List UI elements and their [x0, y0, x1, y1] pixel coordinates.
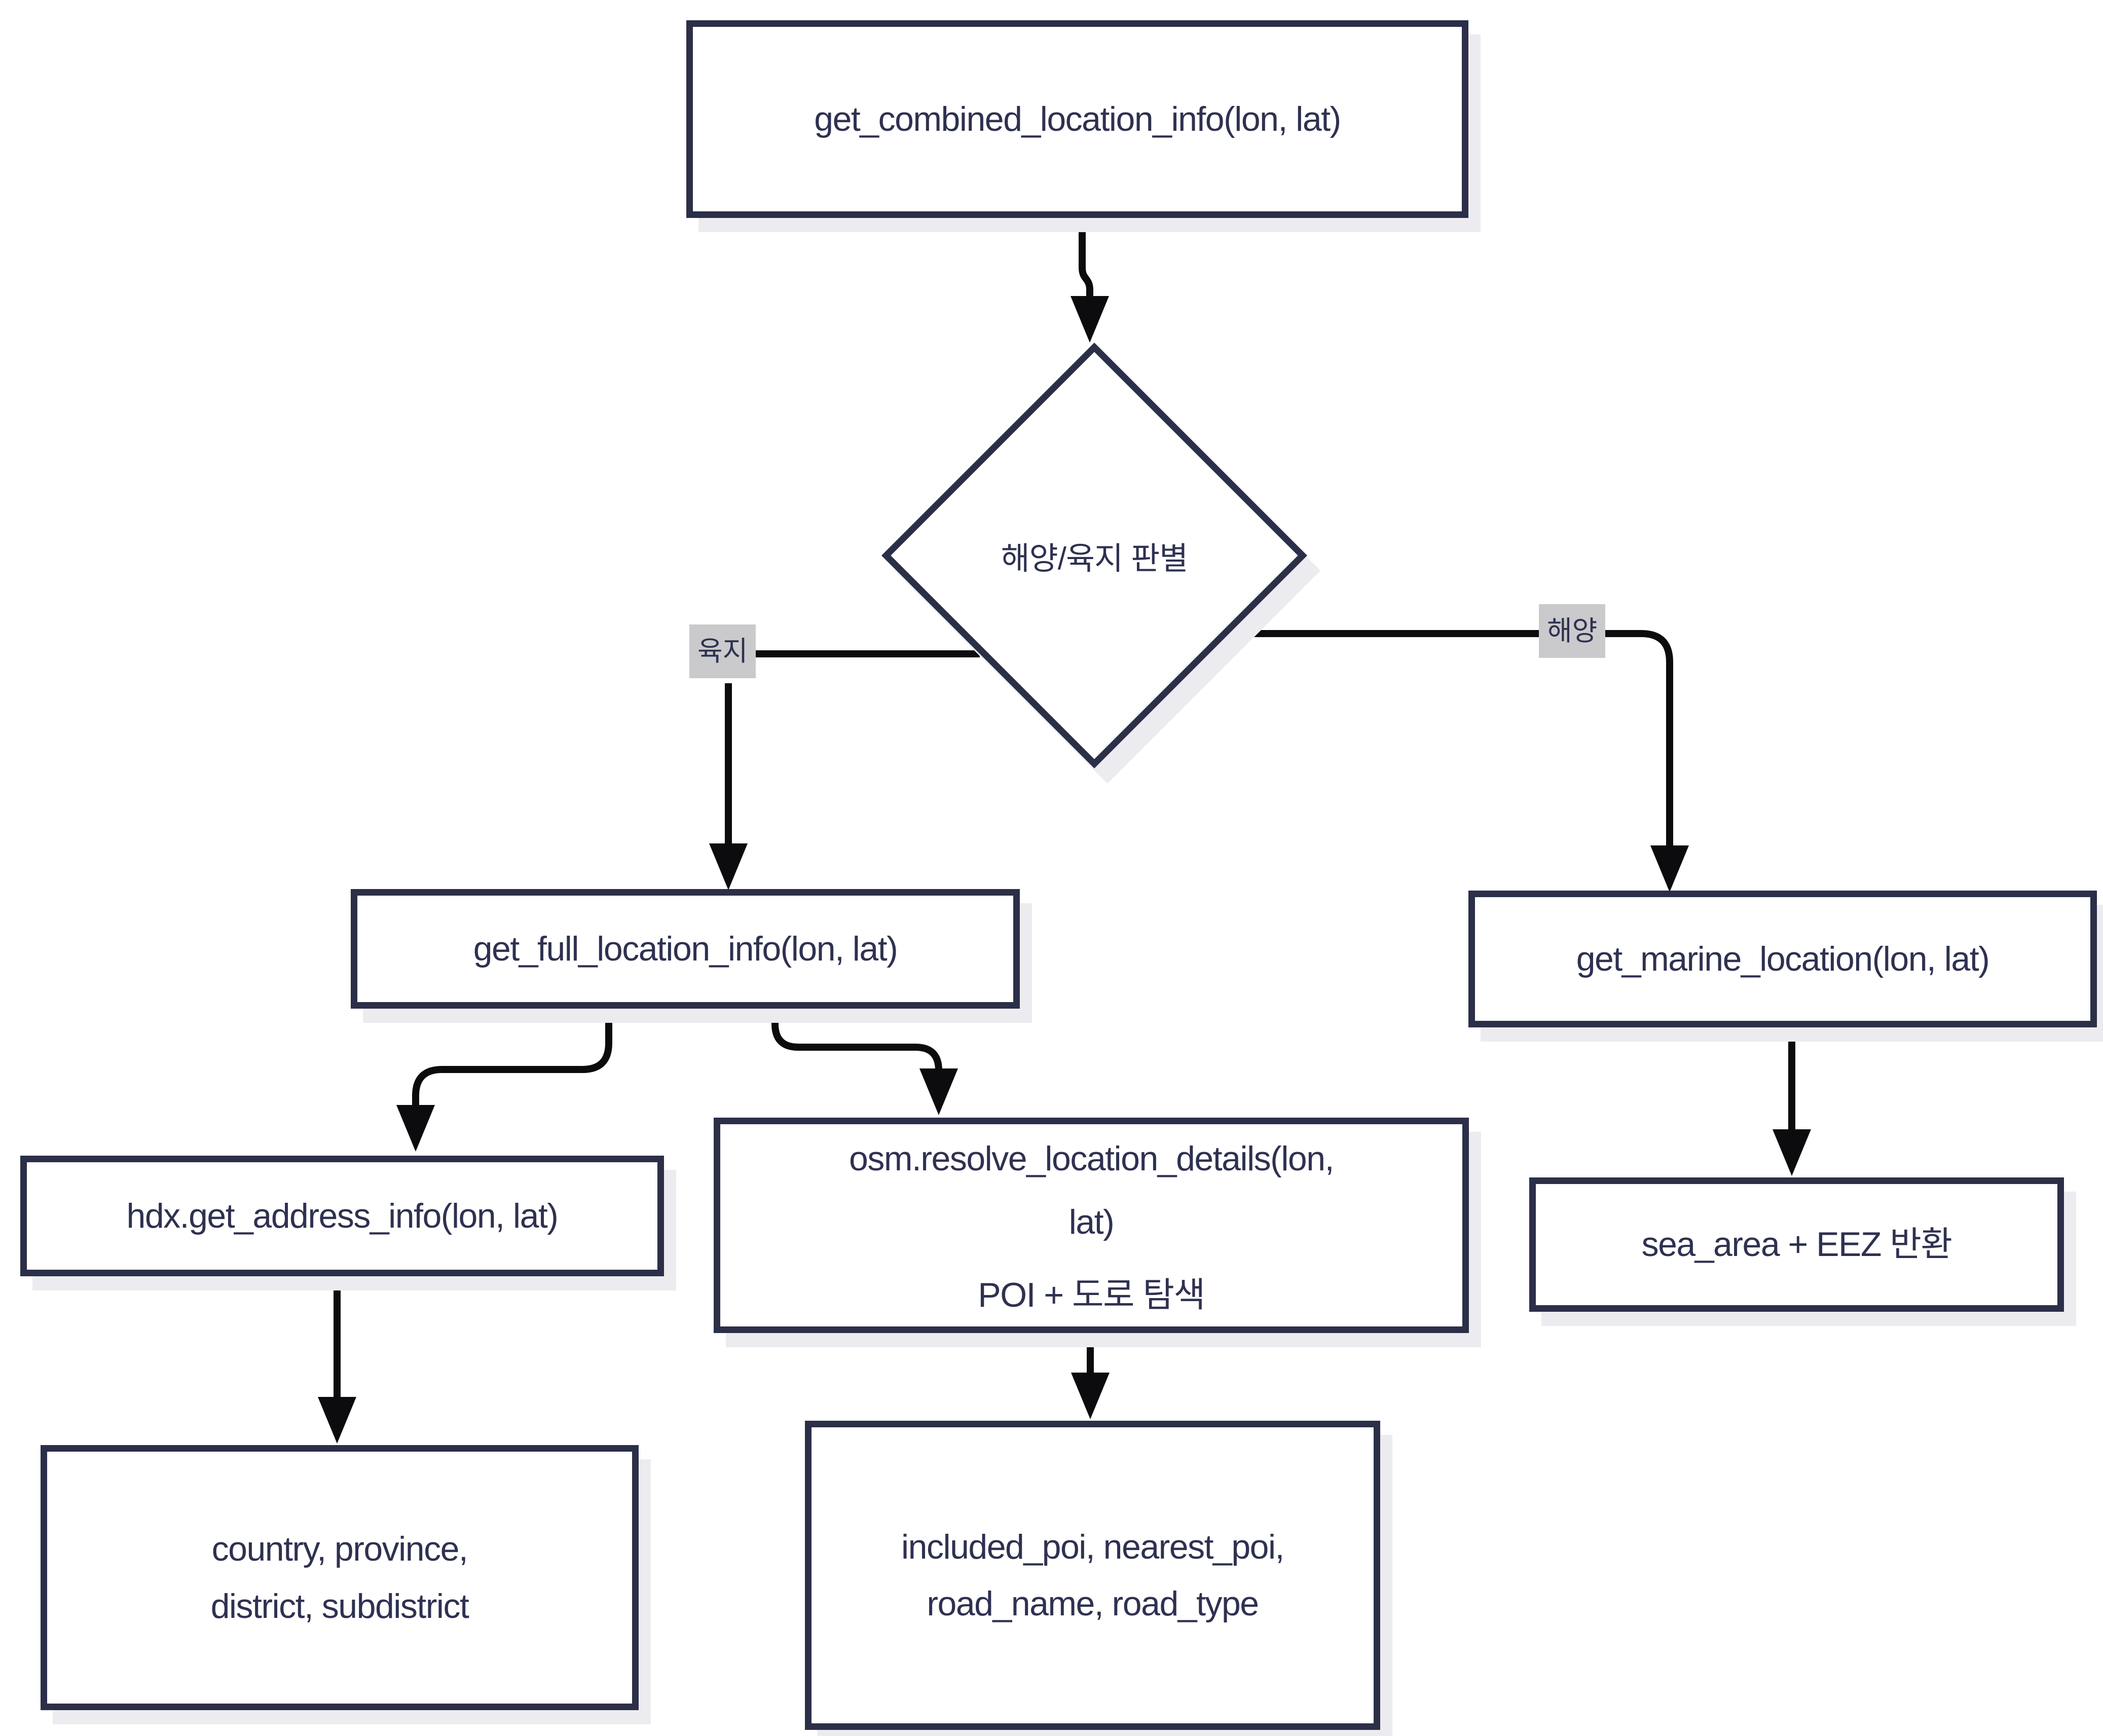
arrowhead-fullinfo — [709, 843, 748, 890]
node-label: get_full_location_info(lon, lat) — [473, 929, 898, 968]
edge-label-land: 육지 — [689, 624, 756, 678]
connector-fullinfo-hdx — [412, 1009, 612, 1108]
node-get-full-location-info: get_full_location_info(lon, lat) — [351, 889, 1020, 1009]
connector-start-decision — [1079, 218, 1093, 297]
node-sea-area-result: sea_area + EEZ 반환 — [1529, 1177, 2064, 1312]
decision-label: 해양/육지 판별 — [1001, 541, 1189, 576]
arrowhead-sea — [1773, 1129, 1811, 1176]
decision-diamond: 해양/육지 판별 — [881, 342, 1308, 769]
arrowhead-poi — [1071, 1373, 1110, 1419]
arrowhead-marine — [1650, 845, 1689, 892]
node-label: included_poi, nearest_poi, road_name, ro… — [901, 1527, 1284, 1623]
node-label: country, province, district, subdistrict — [210, 1530, 469, 1626]
node-address-result: country, province, district, subdistrict — [41, 1445, 639, 1710]
arrowhead-decision — [1071, 296, 1109, 343]
node-label: hdx.get_address_info(lon, lat) — [126, 1196, 559, 1235]
arrowhead-osm — [919, 1068, 958, 1115]
node-osm-resolve-location-details: osm.resolve_location_details(lon, lat) P… — [714, 1118, 1469, 1333]
node-label: sea_area + EEZ 반환 — [1641, 1225, 1952, 1264]
node-get-combined-location-info: get_combined_location_info(lon, lat) — [686, 20, 1468, 218]
arrowheads — [318, 296, 1811, 1444]
node-label: osm.resolve_location_details(lon, lat) — [849, 1139, 1334, 1242]
connector-decision-marine — [1231, 630, 1673, 846]
edge-label-marine: 해양 — [1539, 604, 1606, 658]
node-sublabel: POI + 도로 탐색 — [978, 1276, 1205, 1315]
node-hdx-get-address-info: hdx.get_address_info(lon, lat) — [20, 1156, 664, 1276]
node-label: get_marine_location(lon, lat) — [1576, 939, 1990, 978]
connector-fullinfo-osm — [771, 1009, 942, 1071]
arrowhead-address — [318, 1397, 356, 1444]
arrowhead-hdx — [396, 1105, 435, 1152]
node-poi-result: included_poi, nearest_poi, road_name, ro… — [805, 1421, 1380, 1730]
node-get-marine-location: get_marine_location(lon, lat) — [1468, 891, 2097, 1027]
node-label: get_combined_location_info(lon, lat) — [814, 99, 1341, 138]
